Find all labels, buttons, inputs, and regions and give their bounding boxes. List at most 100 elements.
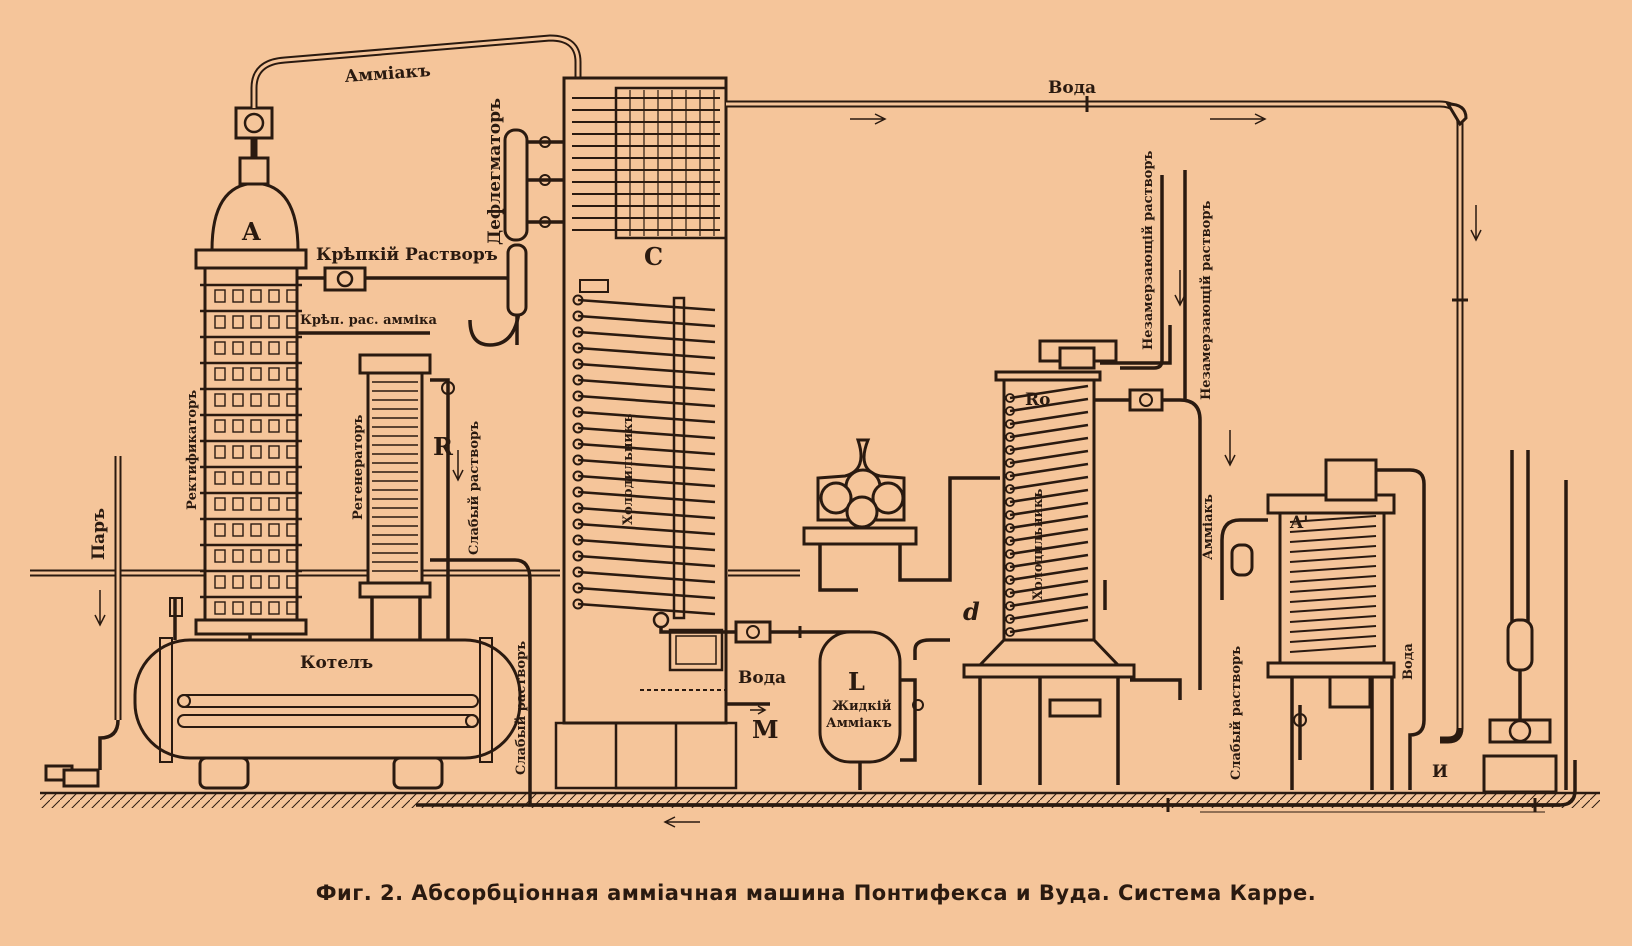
rectifier-cell xyxy=(268,341,280,355)
label-water-right: Вода xyxy=(1401,643,1416,680)
rectifier-cell xyxy=(250,341,262,355)
label-letter-l: L xyxy=(848,667,865,696)
label-letter-m: M xyxy=(752,715,779,744)
rectifier-cell xyxy=(268,445,280,459)
rectifier-cell xyxy=(268,601,280,615)
cooler-2-coil-end xyxy=(1005,614,1015,624)
rectifier-cell xyxy=(286,315,298,329)
rectifier-cell xyxy=(214,575,226,589)
cooler-2-coil xyxy=(1009,566,1089,582)
cooler-coil xyxy=(577,586,716,600)
label-weak-solution: Слабый растворъ xyxy=(467,421,482,555)
boiler xyxy=(133,597,522,790)
rectifier-cell xyxy=(250,289,262,303)
cooler-coil xyxy=(577,490,716,504)
cooler-coil xyxy=(577,314,716,328)
label-strong-ammonia-solution: Крѣп. рас. амміка xyxy=(300,313,437,328)
coil-end xyxy=(572,326,584,338)
cooler-coil xyxy=(577,346,716,360)
rectifier-cell xyxy=(250,315,262,329)
rectifier-cell xyxy=(286,419,298,433)
rectifier-cell xyxy=(286,575,298,589)
liquid-ammonia-tank xyxy=(818,630,950,790)
cooler-2-coil xyxy=(1009,397,1089,413)
cooler-coil xyxy=(577,538,716,552)
cooler-column xyxy=(562,76,728,725)
label-non-freezing-1: Незамерзающій растворъ xyxy=(1141,151,1156,350)
rectifier-cell xyxy=(232,471,244,485)
cooler-2-coil-end xyxy=(1005,432,1015,442)
rectifier-cell xyxy=(268,393,280,407)
rectifier-cell xyxy=(268,523,280,537)
cooler-2-coil xyxy=(1009,410,1089,426)
rectifier-cell xyxy=(268,497,280,511)
label-water-top: Вода xyxy=(1048,78,1096,98)
rectifier-cell xyxy=(250,549,262,563)
cooler-2-coil-end xyxy=(1005,497,1015,507)
rectifier-cell xyxy=(250,393,262,407)
rectifier-cell xyxy=(286,341,298,355)
cooler-coil xyxy=(577,362,716,376)
rectifier-cell xyxy=(232,419,244,433)
rectifier-cell xyxy=(250,497,262,511)
rectifier-cell xyxy=(214,367,226,381)
rectifier-cell xyxy=(232,523,244,537)
label-letter-i: И xyxy=(1432,762,1448,782)
coil-end xyxy=(572,358,584,370)
cooler-2-coil-end xyxy=(1005,510,1015,520)
label-regenerator: Регенераторъ xyxy=(351,415,366,520)
cooler-coil xyxy=(577,458,716,472)
strong-solution-pipe xyxy=(298,266,522,347)
label-letter-ro: Ro xyxy=(1025,390,1050,410)
cooler-2-coil xyxy=(1009,436,1089,452)
rectifier-cell xyxy=(286,523,298,537)
absorber-coil xyxy=(1289,555,1377,563)
coil-end xyxy=(572,502,584,514)
label-boiler: Котелъ xyxy=(300,653,373,673)
label-ammonia-side: Амміакъ xyxy=(1201,494,1216,560)
rectifier-cell xyxy=(232,445,244,459)
cooler-2-coil-end xyxy=(1005,601,1015,611)
label-weak-solution-low: Слабый растворъ xyxy=(514,641,529,775)
cooler-2-coil-end xyxy=(1005,484,1015,494)
rectifier-cell xyxy=(286,445,298,459)
absorber-coil xyxy=(1289,645,1377,653)
weak-solution-return xyxy=(416,558,1577,828)
absorber-coil xyxy=(1289,565,1377,573)
water-outlet-m xyxy=(726,702,770,715)
rectifier-cell xyxy=(286,393,298,407)
cooler-2-coil-end xyxy=(1005,406,1015,416)
label-water-m: Вода xyxy=(738,668,786,688)
cooler-coil xyxy=(577,506,716,520)
coil-end xyxy=(572,342,584,354)
cooler-2-coil xyxy=(1009,475,1089,491)
ammonia-pipe xyxy=(250,34,582,108)
rectifier-cell xyxy=(232,497,244,511)
labels: Амміакъ Вода Дефлегматоръ A Крѣпкій Раст… xyxy=(89,61,1448,782)
cooler-coil xyxy=(577,602,716,616)
label-rectifier: Ректификаторъ xyxy=(185,390,200,510)
absorber xyxy=(1220,458,1426,790)
dephlegmator xyxy=(503,128,570,345)
coil-end xyxy=(572,390,584,402)
rectifier-cell xyxy=(232,575,244,589)
gauge-panel xyxy=(802,438,1000,592)
cooler-2-coil-end xyxy=(1005,588,1015,598)
brick-foundation xyxy=(554,721,738,790)
absorber-coil xyxy=(1289,635,1377,643)
rectifier-cell xyxy=(214,289,226,303)
cooler-2-coil xyxy=(1009,553,1089,569)
non-freezing-pipes xyxy=(1120,170,1236,467)
absorber-coil xyxy=(1289,625,1377,633)
rectifier-cell xyxy=(232,341,244,355)
cooler-2-coil xyxy=(1009,618,1089,634)
cooler-to-tank-pipe xyxy=(659,620,860,644)
cooler-coil xyxy=(577,474,716,488)
rectifier-cell xyxy=(268,367,280,381)
cooler-2-coil-end xyxy=(1005,471,1015,481)
cooler-2-coil xyxy=(1009,540,1089,556)
absorber-coil xyxy=(1289,615,1377,623)
label-steam: Паръ xyxy=(89,508,109,560)
cooler-coil xyxy=(577,378,716,392)
